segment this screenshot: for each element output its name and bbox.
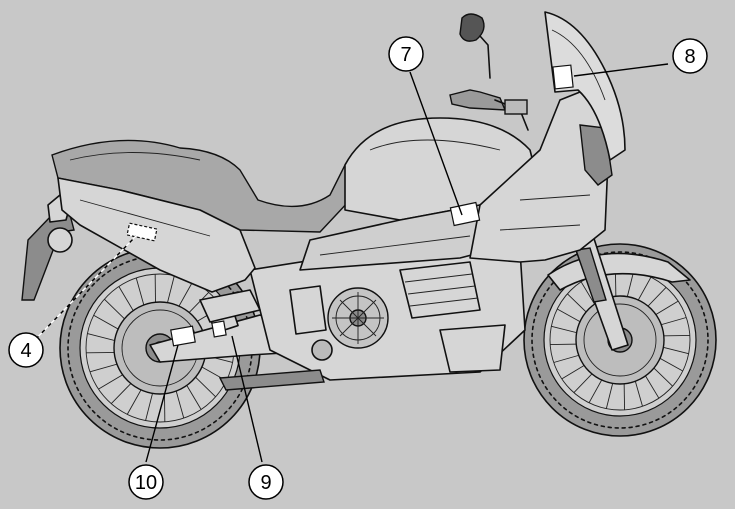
callout-7: 7 bbox=[388, 36, 424, 72]
callout-9-label: 9 bbox=[260, 472, 271, 494]
seat bbox=[51, 139, 351, 233]
rear-fender bbox=[21, 194, 75, 301]
label-plate-7 bbox=[449, 201, 481, 227]
callout-10-label: 10 bbox=[135, 472, 157, 494]
callout-8-label: 8 bbox=[684, 46, 695, 68]
label-plate-9 bbox=[211, 320, 227, 338]
callout-8: 8 bbox=[672, 38, 708, 74]
exhaust bbox=[199, 289, 261, 323]
side-panel bbox=[57, 177, 256, 293]
front-fairing bbox=[469, 91, 613, 263]
label-plate-10 bbox=[170, 325, 196, 347]
windscreen bbox=[544, 11, 626, 161]
engine bbox=[218, 239, 526, 391]
callout-4: 4 bbox=[8, 332, 44, 368]
leader-lines bbox=[29, 63, 669, 463]
callout-4-label: 4 bbox=[20, 340, 31, 362]
label-plate-8 bbox=[552, 64, 574, 90]
callout-10: 10 bbox=[128, 464, 164, 500]
callout-9: 9 bbox=[248, 464, 284, 500]
handlebar-mirror bbox=[449, 13, 529, 131]
callout-7-label: 7 bbox=[400, 44, 411, 66]
